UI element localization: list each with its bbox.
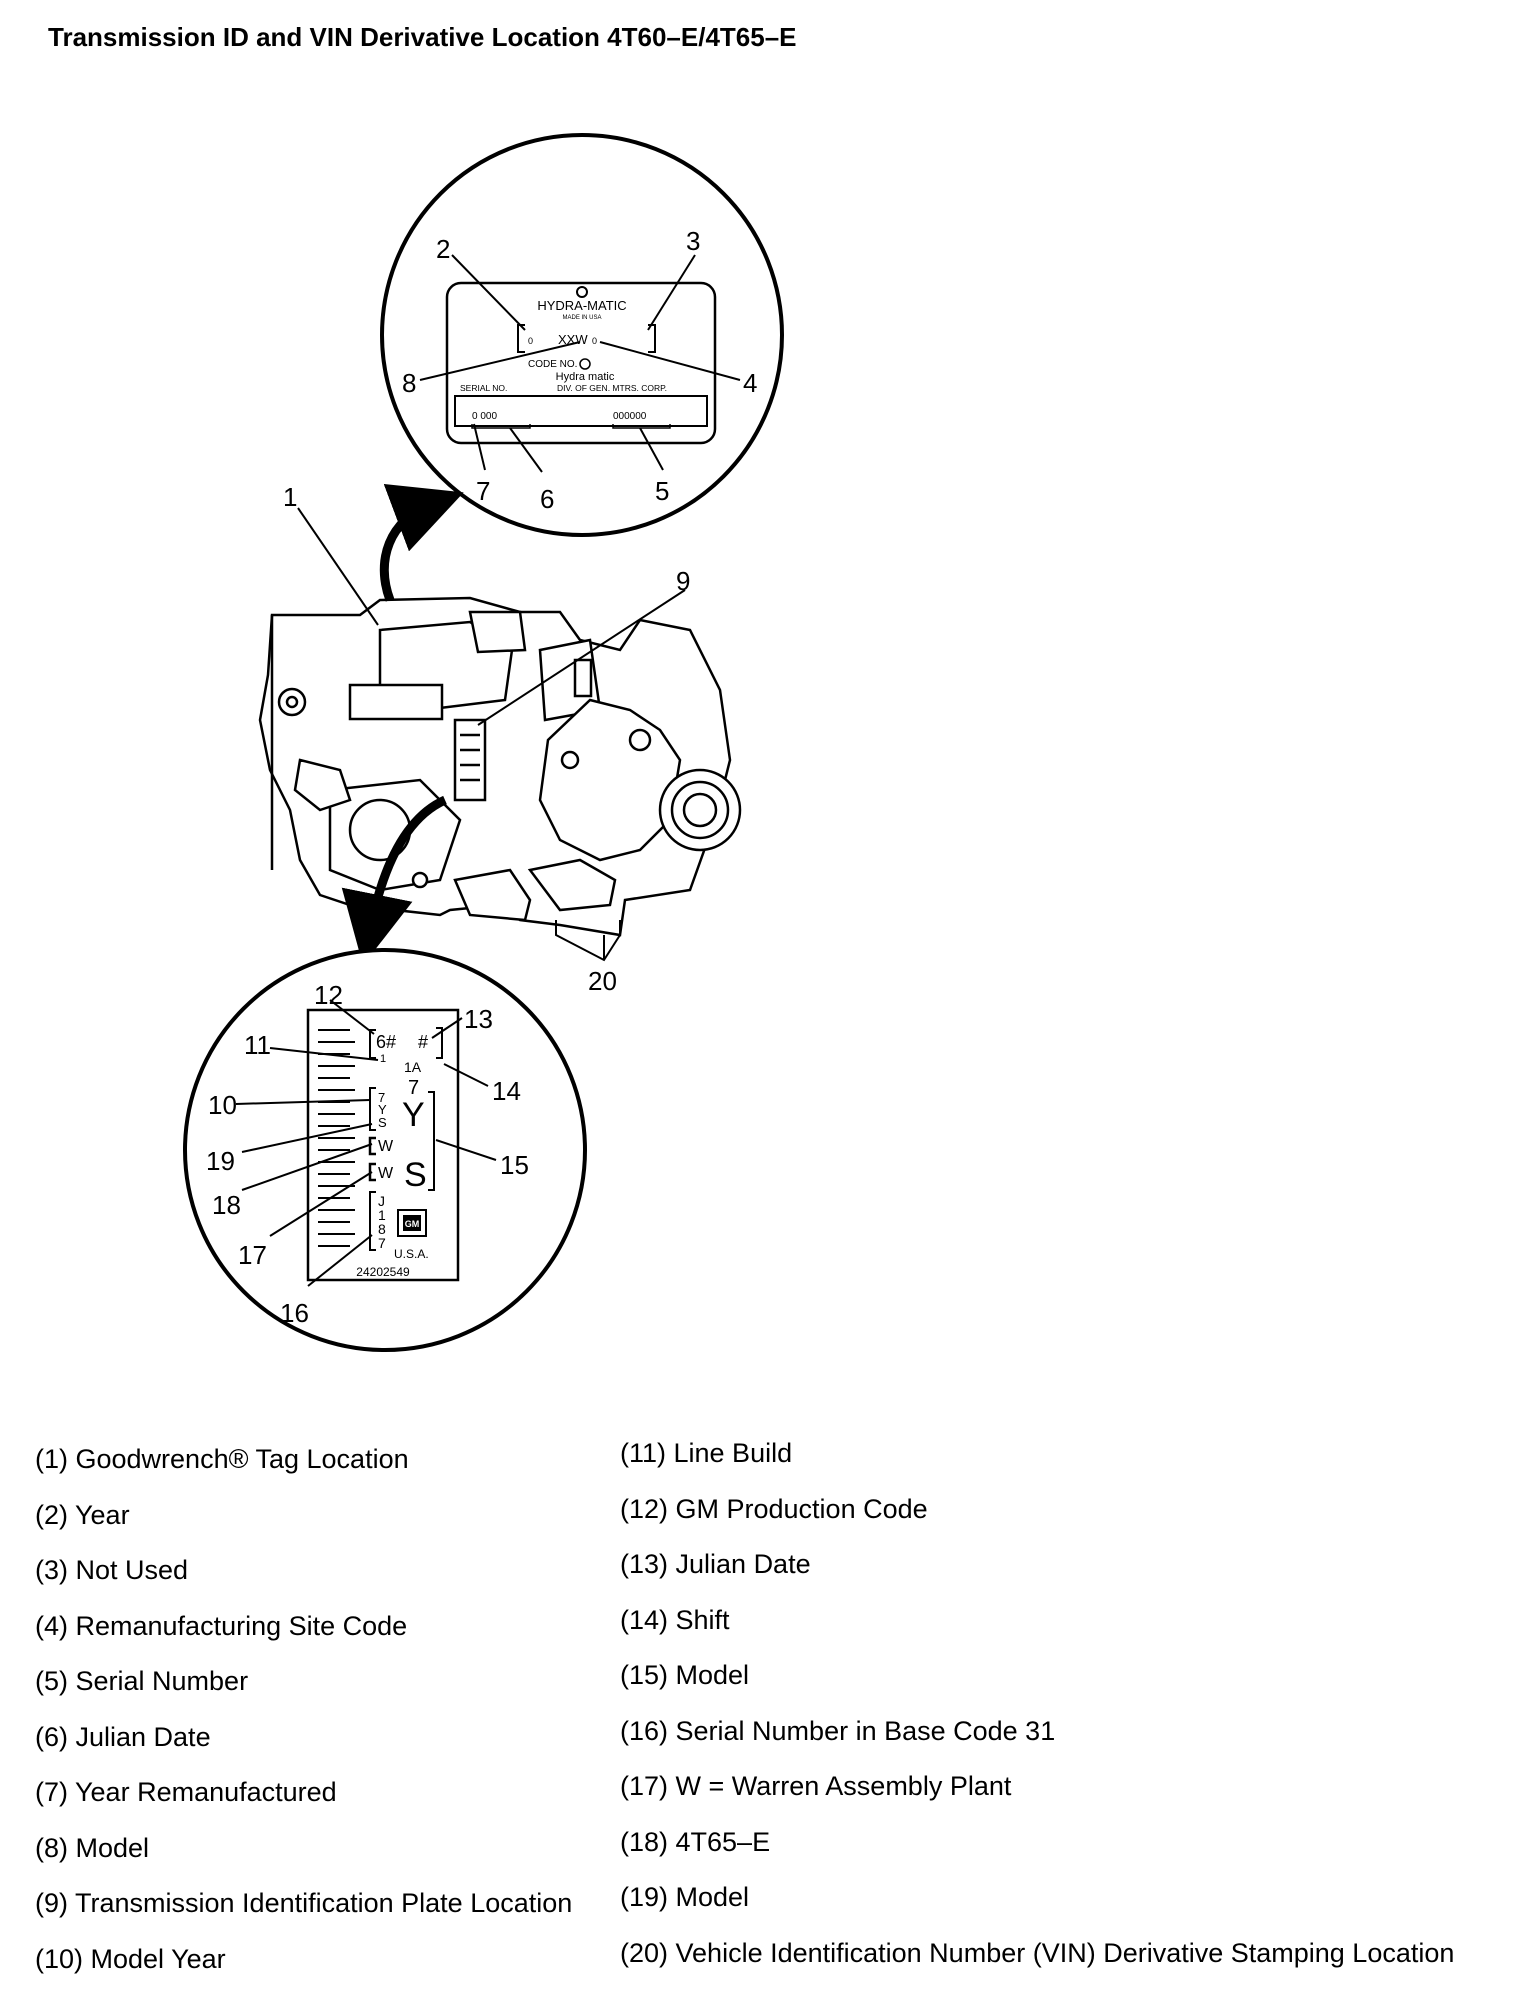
legend-item: (9) Transmission Identification Plate Lo…: [35, 1888, 573, 1918]
plate-julian-2: 8: [378, 1221, 386, 1237]
legend-item: (18) 4T65–E: [620, 1826, 771, 1857]
legend-item: (4) Remanufacturing Site Code: [35, 1610, 408, 1641]
callout-7: 7: [476, 476, 490, 506]
callout-18: 18: [212, 1190, 241, 1220]
callout-13: 13: [464, 1004, 493, 1034]
callout-15: 15: [500, 1150, 529, 1180]
plate-julian-0: J: [378, 1193, 385, 1209]
plate-line1b: #: [418, 1032, 428, 1052]
callout-2: 2: [436, 234, 450, 264]
legend-right-column: (11) Line Build (12) GM Production Code …: [620, 1440, 1454, 1995]
svg-text:GM: GM: [405, 1219, 420, 1229]
legend-item: (13) Julian Date: [620, 1549, 811, 1579]
legend-item: (2) Year: [35, 1499, 130, 1530]
legend-left-column: (1) Goodwrench® Tag Location (2) Year (3…: [35, 1446, 572, 2001]
plate-brand: HYDRA-MATIC: [537, 298, 626, 313]
svg-text:1: 1: [380, 1053, 386, 1065]
plate-code-value: XXW: [558, 332, 588, 347]
callout-1: 1: [283, 482, 297, 512]
callout-6: 6: [540, 484, 554, 514]
transmission-diagram: HYDRA-MATIC MADE IN USA XXW 0 0 CODE NO.…: [183, 133, 784, 1352]
legend-item: (19) Model: [620, 1882, 750, 1912]
callout-9: 9: [676, 566, 690, 596]
plate-brand-script: Hydra matic: [556, 371, 615, 383]
callout-12: 12: [314, 980, 343, 1010]
plate-line1: 6#: [376, 1032, 396, 1052]
legend-item: (3) Not Used: [35, 1555, 189, 1585]
plate-corp-label: DIV. OF GEN. MTRS. CORP.: [557, 383, 667, 393]
legend-item: (8) Model: [35, 1832, 150, 1863]
legend-item: (11) Line Build: [620, 1438, 793, 1468]
arrow-to-bottom-circle: [341, 795, 447, 966]
legend-item: (10) Model Year: [35, 1943, 226, 1974]
legend-item: (20) Vehicle Identification Number (VIN)…: [620, 1937, 1455, 1968]
plate-serial-label: SERIAL NO.: [460, 383, 507, 393]
callout-16: 16: [280, 1298, 309, 1328]
legend-item: (16) Serial Number in Base Code 31: [620, 1715, 1056, 1746]
transmission-body: [258, 596, 742, 937]
plate-year-letter-1: Y: [378, 1102, 387, 1117]
plate-part-number: 24202549: [356, 1265, 410, 1279]
plate-julian-3: 7: [378, 1235, 386, 1251]
legend-item: (5) Serial Number: [35, 1666, 249, 1696]
callout-14: 14: [492, 1076, 521, 1106]
plate-char-7: 7: [408, 1077, 419, 1099]
plate-year-letter-2: S: [378, 1115, 387, 1130]
plate-w2: W: [378, 1165, 394, 1182]
legend-item: (14) Shift: [620, 1604, 730, 1635]
svg-text:0: 0: [528, 336, 533, 346]
legend-item: (12) GM Production Code: [620, 1493, 928, 1524]
plate-w1: W: [378, 1138, 394, 1155]
legend-item: (17) W = Warren Assembly Plant: [620, 1771, 1012, 1801]
legend-item: (6) Julian Date: [35, 1721, 211, 1752]
callout-17: 17: [238, 1240, 267, 1270]
callout-19: 19: [206, 1146, 235, 1176]
callout-10: 10: [208, 1090, 237, 1120]
legend-item: (7) Year Remanufactured: [35, 1777, 337, 1807]
plate-serial-left: 0 000: [472, 411, 497, 422]
callout-4: 4: [743, 368, 757, 398]
callout-20: 20: [588, 966, 617, 996]
top-detail-circle: HYDRA-MATIC MADE IN USA XXW 0 0 CODE NO.…: [380, 133, 784, 537]
legend-item: (15) Model: [620, 1660, 750, 1690]
plate-big-y: Y: [402, 1096, 425, 1134]
plate-big-s: S: [404, 1156, 427, 1194]
callout-numbers: 1 2 3 4 5 6 7 8 9 10 11 12 13 14 15 16 1…: [206, 226, 757, 1328]
legend-item: (1) Goodwrench® Tag Location: [35, 1444, 409, 1474]
callout-11: 11: [244, 1030, 271, 1060]
bottom-detail-circle: 6# # 1 1A 7 7 Y S Y W W S J 1 8 7 GM U.S…: [183, 948, 587, 1352]
callout-5: 5: [655, 476, 669, 506]
plate-serial-right: 000000: [613, 411, 647, 422]
plate-year-letter-0: 7: [378, 1090, 385, 1105]
plate-line-build: 1A: [404, 1059, 422, 1075]
callout-3: 3: [686, 226, 700, 256]
plate-code-label: CODE NO.: [528, 359, 577, 370]
page-title: Transmission ID and VIN Derivative Locat…: [48, 22, 797, 52]
plate-usa: U.S.A.: [394, 1247, 429, 1261]
callout-8: 8: [402, 368, 416, 398]
plate-made-in: MADE IN USA: [562, 315, 601, 321]
arrow-to-top-circle: [379, 483, 464, 602]
plate-julian-1: 1: [378, 1207, 386, 1223]
svg-text:0: 0: [592, 336, 597, 346]
